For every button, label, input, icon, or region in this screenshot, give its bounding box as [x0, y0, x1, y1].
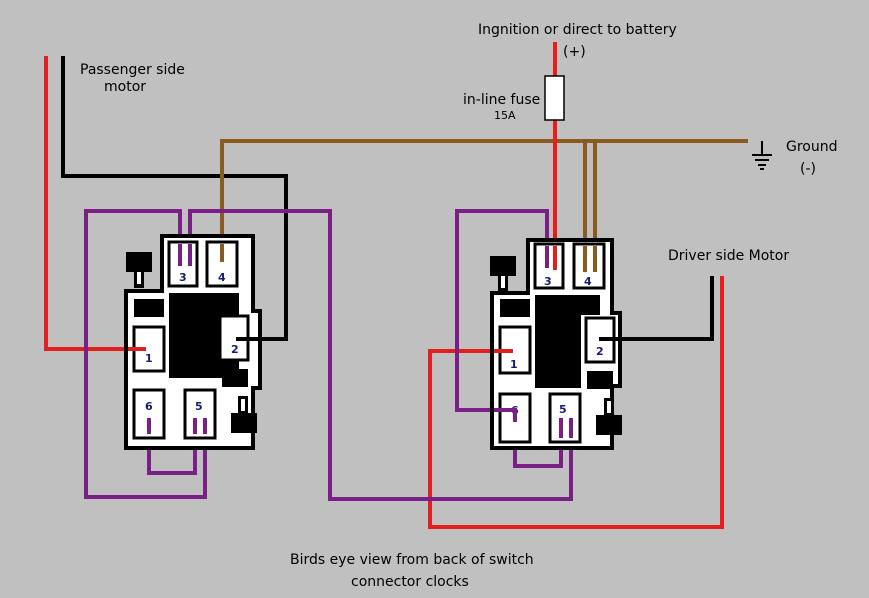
passenger-pin-1-label: 1: [145, 352, 153, 365]
driver-black-wire: [599, 276, 714, 341]
passenger-pin-5: [183, 388, 217, 440]
passenger-pin-3-label: 3: [179, 271, 187, 284]
ground-symbol-icon: [752, 141, 772, 170]
passenger-black-wire: [61, 56, 288, 341]
ground-label: Ground: [786, 139, 838, 155]
driver-block-right: [587, 371, 613, 389]
passenger-motor-label-line2: motor: [104, 79, 146, 95]
passenger-pin-4: [205, 240, 239, 288]
passenger-pin-2-label: 2: [231, 343, 239, 356]
plus-label: (+): [563, 44, 586, 60]
driver-pin-5: [548, 392, 582, 444]
passenger-latch-top-tab-inner: [137, 272, 141, 284]
fuse-label: in-line fuse: [463, 92, 540, 108]
caption-line1: Birds eye view from back of switch: [290, 552, 534, 568]
caption-line2: connector clocks: [351, 574, 469, 590]
driver-latch-bottom: [596, 415, 622, 435]
passenger-pin-4-label: 4: [218, 271, 226, 284]
driver-motor-label: Driver side Motor: [668, 248, 789, 264]
purple-wire-cross: [188, 209, 573, 501]
driver-pin-5-label: 5: [559, 403, 567, 416]
minus-label: (-): [800, 161, 816, 177]
driver-latch-bottom-tab-inner: [607, 401, 611, 413]
driver-latch-top-tab-inner: [501, 276, 505, 288]
driver-latch-top: [490, 256, 516, 276]
driver-pin-1-label: 1: [510, 358, 518, 371]
ground-brown-bus: [220, 139, 748, 262]
driver-pin-4: [572, 242, 606, 290]
passenger-latch-top: [126, 252, 152, 272]
fuse-rating-label: 15A: [494, 109, 516, 122]
driver-pin-4-label: 4: [584, 275, 592, 288]
driver-pin-3-label: 3: [544, 275, 552, 288]
driver-pin6-purple-end: [494, 408, 517, 422]
passenger-red-wire: [44, 56, 146, 351]
passenger-latch-bottom-tab-inner: [241, 399, 245, 411]
passenger-block-top: [134, 299, 164, 317]
purple-wire-left-loop: [84, 209, 207, 499]
wires: [44, 42, 748, 529]
passenger-pin-3: [167, 240, 199, 288]
inline-fuse: [544, 75, 565, 121]
driver-block-top: [500, 299, 530, 317]
passenger-pin-6-label: 6: [145, 400, 153, 413]
driver-center-block-top: [535, 295, 600, 315]
passenger-latch-bottom: [231, 413, 257, 433]
passenger-pin-5-label: 5: [195, 400, 203, 413]
wire-terminations: [128, 244, 618, 438]
passenger-block-right: [222, 369, 248, 387]
passenger-motor-label-line1: Passenger side: [80, 62, 185, 78]
ignition-label: Ingnition or direct to battery: [478, 22, 677, 38]
driver-pin-2-label: 2: [596, 345, 604, 358]
purple-wire-right-63: [455, 209, 549, 412]
passenger-connector: 3 4 1 2 6 5: [124, 234, 262, 450]
